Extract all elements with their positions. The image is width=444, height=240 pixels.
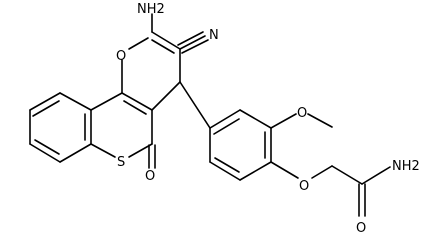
thio-sulfur-label: S <box>117 155 125 170</box>
lactone-carbonyl-oxygen-label: O <box>145 169 155 184</box>
nitrile-nitrogen-label: N <box>209 28 219 43</box>
atom-labels: NH2 O N O O S O NH2 O <box>116 2 420 236</box>
ring-oxygen-label: O <box>116 49 126 64</box>
bond-lines <box>29 13 391 217</box>
amine-nh2-label: NH2 <box>137 2 165 17</box>
amide-nh2-label: NH2 <box>392 159 420 174</box>
ether-oxygen-label: O <box>299 179 309 194</box>
methoxy-oxygen-label: O <box>297 106 307 121</box>
amide-carbonyl-oxygen-label: O <box>356 221 366 236</box>
